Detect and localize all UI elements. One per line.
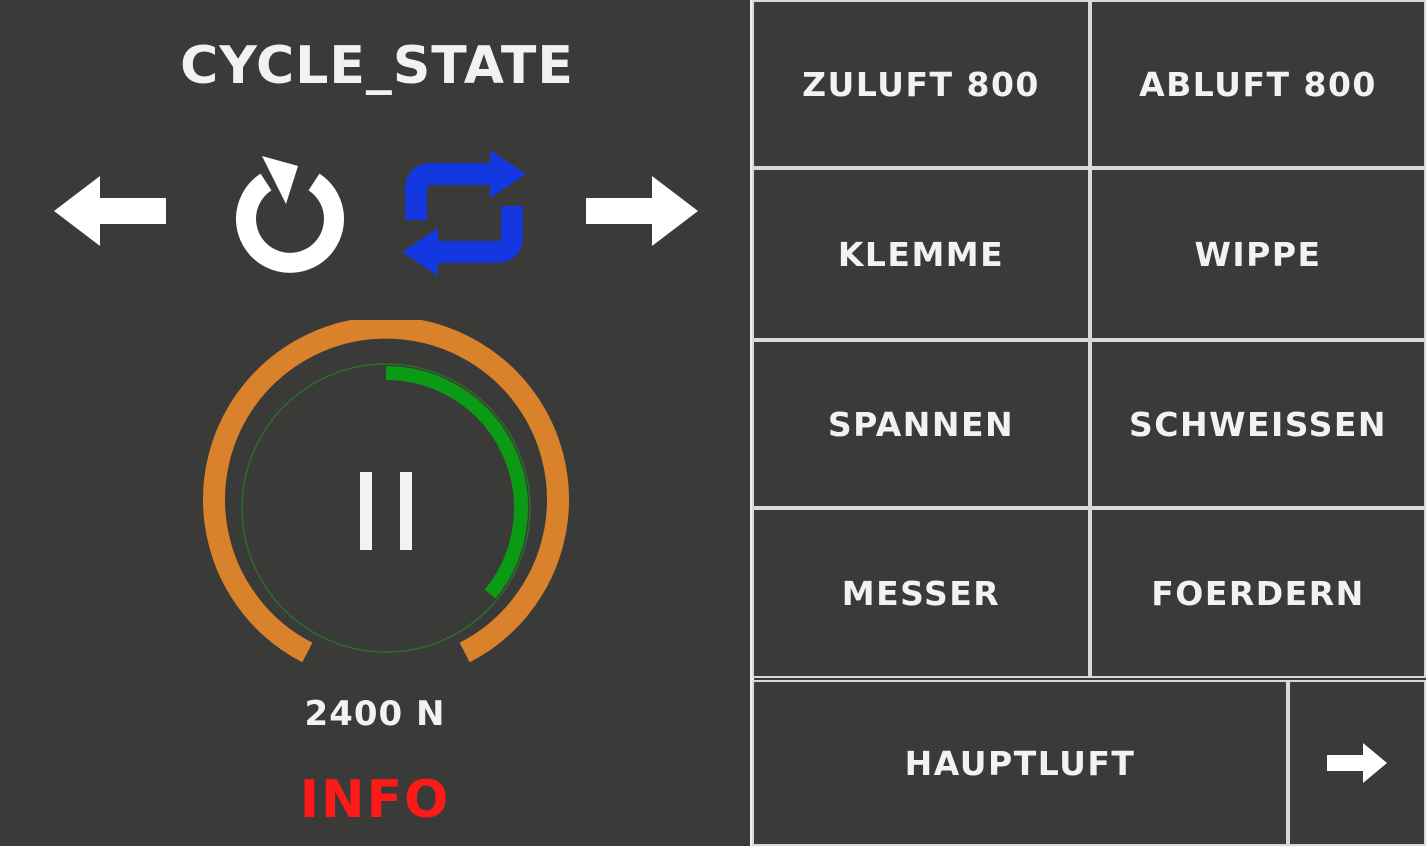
next-page-button[interactable] (1288, 680, 1426, 846)
prev-button[interactable] (54, 176, 168, 246)
abluft-button[interactable]: ABLUFT 800 (1090, 0, 1426, 168)
page-title: CYCLE_STATE (180, 36, 574, 96)
messer-label: MESSER (841, 573, 1001, 613)
messer-button[interactable]: MESSER (752, 508, 1090, 678)
arrow-left-icon (54, 176, 166, 246)
abluft-label: ABLUFT 800 (1139, 64, 1377, 104)
klemme-label: KLEMME (837, 234, 1005, 274)
cycle-mode-button[interactable] (398, 150, 530, 276)
foerdern-button[interactable]: FOERDERN (1090, 508, 1426, 678)
status-panel: CYCLE_STATE (54, 36, 700, 830)
foerdern-label: FOERDERN (1151, 573, 1365, 613)
hauptluft-button[interactable]: HAUPTLUFT (752, 680, 1288, 846)
schweissen-label: SCHWEISSEN (1128, 404, 1388, 444)
force-gauge (198, 316, 578, 680)
gauge-track (241, 363, 531, 653)
zuluft-button[interactable]: ZULUFT 800 (752, 0, 1090, 168)
spannen-label: SPANNEN (827, 404, 1015, 444)
arrow-right-icon (586, 176, 698, 246)
info-button[interactable]: INFO (299, 770, 451, 830)
reset-button[interactable] (232, 148, 348, 274)
hauptluft-label: HAUPTLUFT (904, 743, 1136, 783)
wippe-label: WIPPE (1194, 234, 1322, 274)
reset-icon (236, 156, 344, 273)
next-button[interactable] (586, 176, 700, 246)
arrow-right-icon (1327, 743, 1387, 783)
repeat-cycle-icon (402, 150, 526, 276)
wippe-button[interactable]: WIPPE (1090, 168, 1426, 340)
klemme-button[interactable]: KLEMME (752, 168, 1090, 340)
gauge-progress-arc (385, 366, 528, 599)
force-value: 2400 N (304, 694, 446, 734)
schweissen-button[interactable]: SCHWEISSEN (1090, 340, 1426, 508)
zuluft-label: ZULUFT 800 (802, 64, 1040, 104)
gauge-outer-arc (203, 316, 569, 663)
pause-icon (360, 472, 412, 550)
spannen-button[interactable]: SPANNEN (752, 340, 1090, 508)
